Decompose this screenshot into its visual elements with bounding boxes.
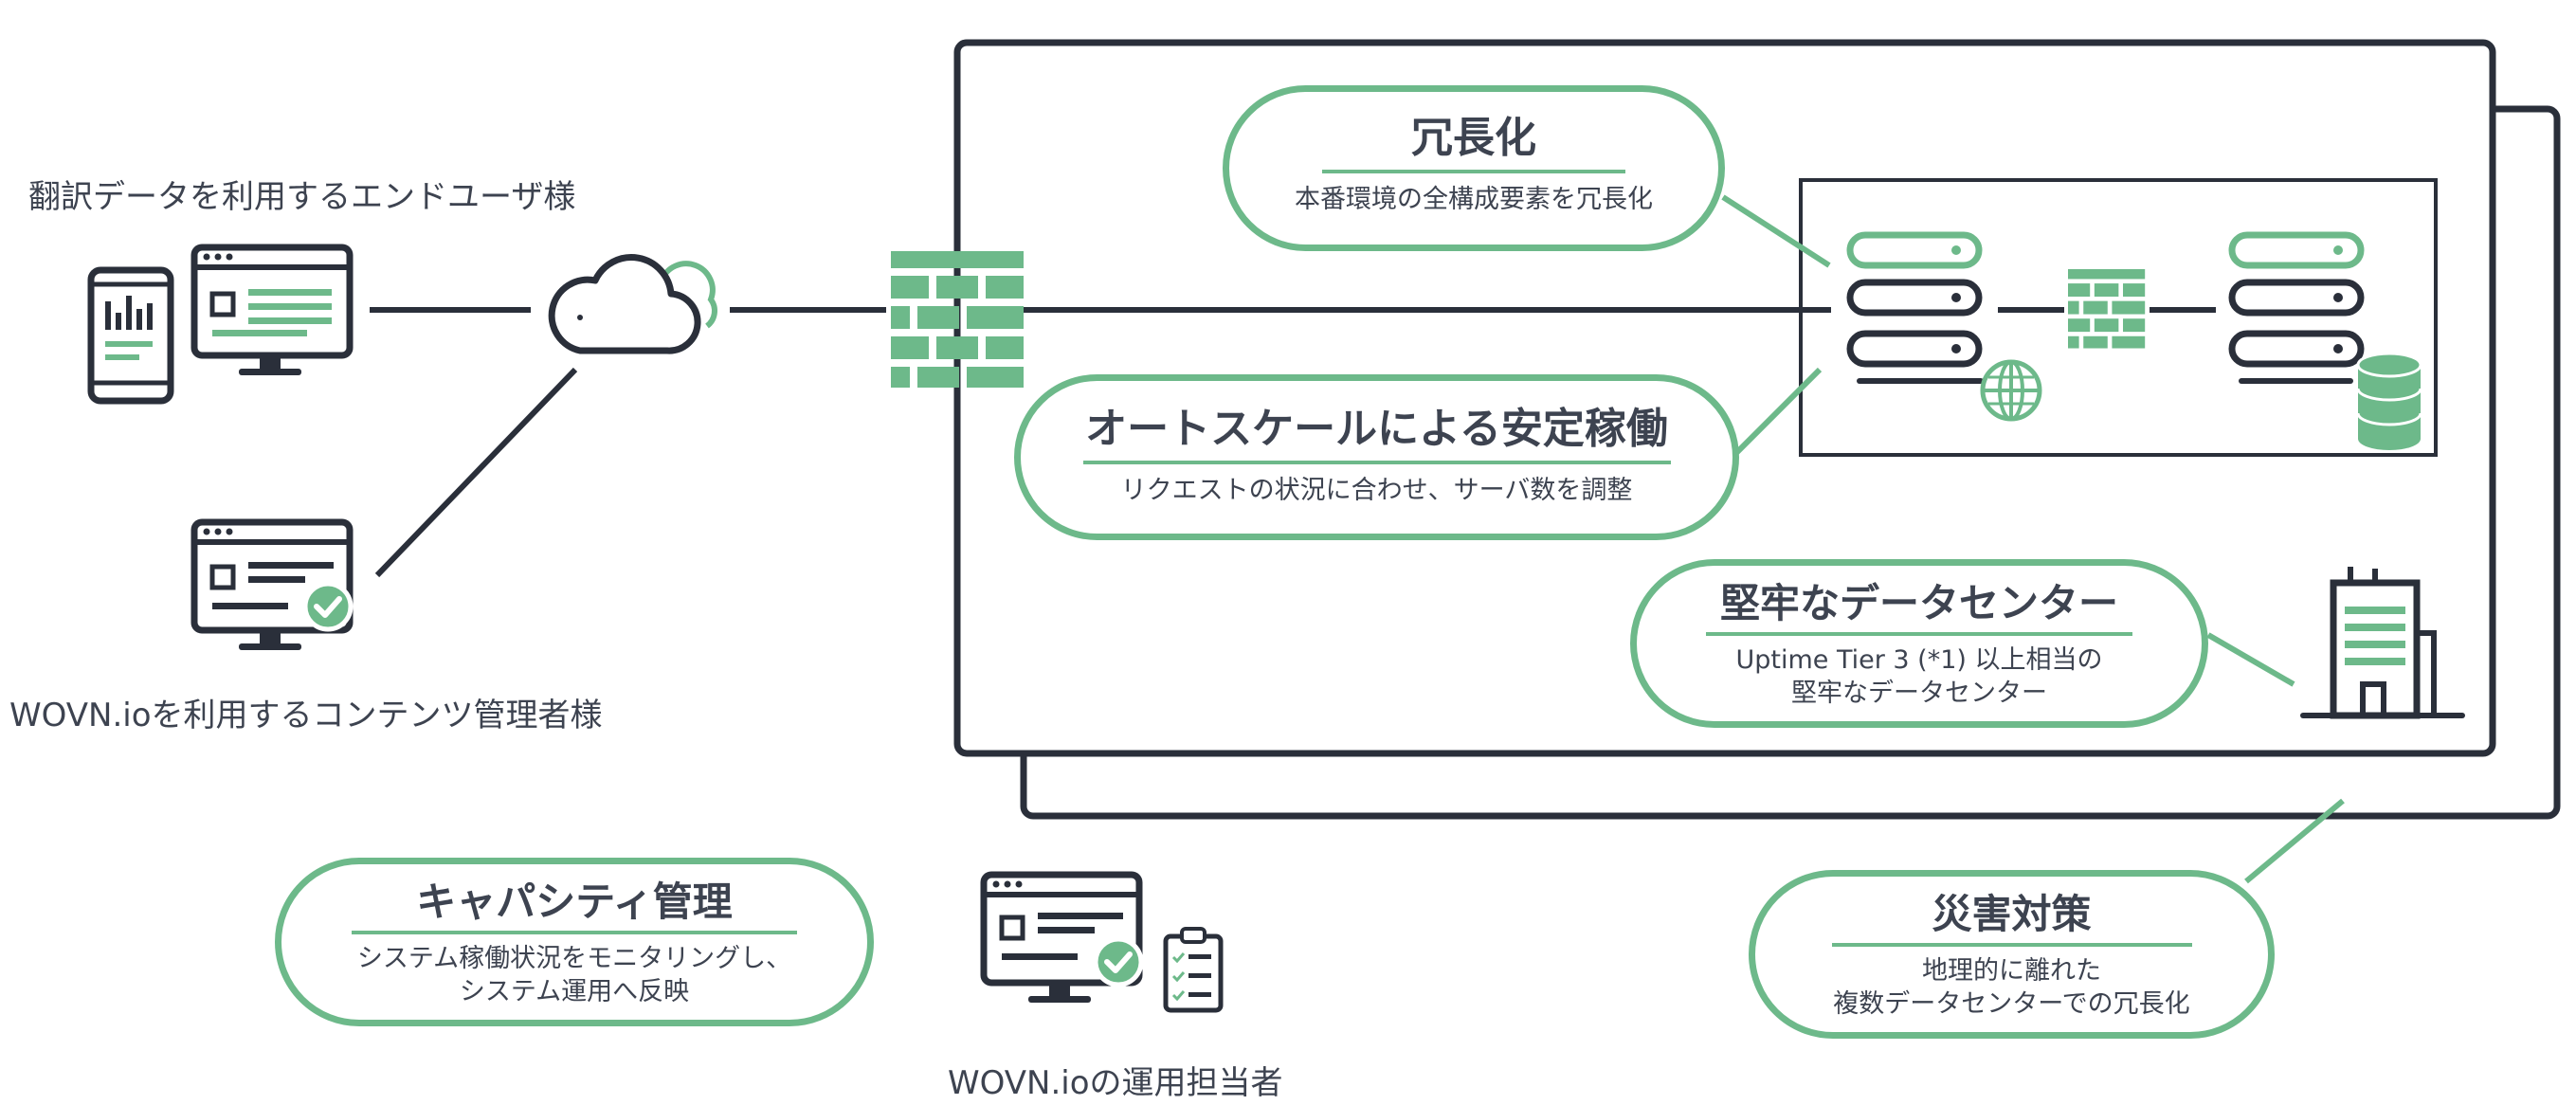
cloud-icon (548, 254, 717, 354)
callout-capacity: キャパシティ管理 システム稼働状況をモニタリングし、 システム運用へ反映 (275, 858, 874, 1026)
building-icon (2300, 567, 2465, 719)
callout-description: Uptime Tier 3 (*1) 以上相当の 堅牢なデータセンター (1735, 645, 2103, 708)
server-stack-icon (1850, 235, 1984, 384)
callout-title: 堅牢なデータセンター (1719, 580, 2118, 626)
desktop-monitor-icon (984, 875, 1139, 1003)
database-icon (2356, 352, 2422, 450)
clipboard-checklist-icon (1163, 927, 1224, 1013)
content-admins-label: WOVN.ioを利用するコンテンツ管理者様 (9, 697, 603, 734)
callout-title: 冗長化 (1411, 114, 1536, 162)
desktop-monitor-icon (194, 522, 350, 650)
line-admin-cloud (374, 367, 578, 578)
operators-label: WOVN.ioの運用担当者 (948, 1064, 1283, 1102)
server-stack-icon (2232, 235, 2361, 384)
callout-title: 災害対策 (1932, 891, 2092, 937)
callout-redundancy: 冗長化 本番環境の全構成要素を冗長化 (1223, 85, 1725, 251)
smartphone-icon (87, 266, 174, 405)
callout-description: システム稼働状況をモニタリングし、 システム運用へ反映 (356, 944, 792, 1006)
callout-datacenter: 堅牢なデータセンター Uptime Tier 3 (*1) 以上相当の 堅牢なデ… (1630, 559, 2208, 728)
end-users-label: 翻訳データを利用するエンドユーザ様 (28, 178, 576, 216)
callout-title: オートスケールによる安定稼働 (1085, 405, 1668, 453)
callout-description: 地理的に離れた 複数データセンターでの冗長化 (1833, 956, 2190, 1019)
callout-title: キャパシティ管理 (416, 879, 733, 925)
callout-disaster: 災害対策 地理的に離れた 複数データセンターでの冗長化 (1749, 870, 2275, 1039)
server-cluster-box (1799, 178, 2438, 457)
desktop-monitor-icon (194, 247, 350, 375)
check-circle-icon (302, 581, 354, 632)
check-circle-icon (1093, 936, 1144, 987)
callout-description: リクエストの状況に合わせ、サーバ数を調整 (1120, 476, 1633, 505)
callout-description: 本番環境の全構成要素を冗長化 (1295, 185, 1653, 214)
globe-icon (1980, 359, 2042, 422)
callout-autoscale: オートスケールによる安定稼働 リクエストの状況に合わせ、サーバ数を調整 (1014, 374, 1739, 540)
